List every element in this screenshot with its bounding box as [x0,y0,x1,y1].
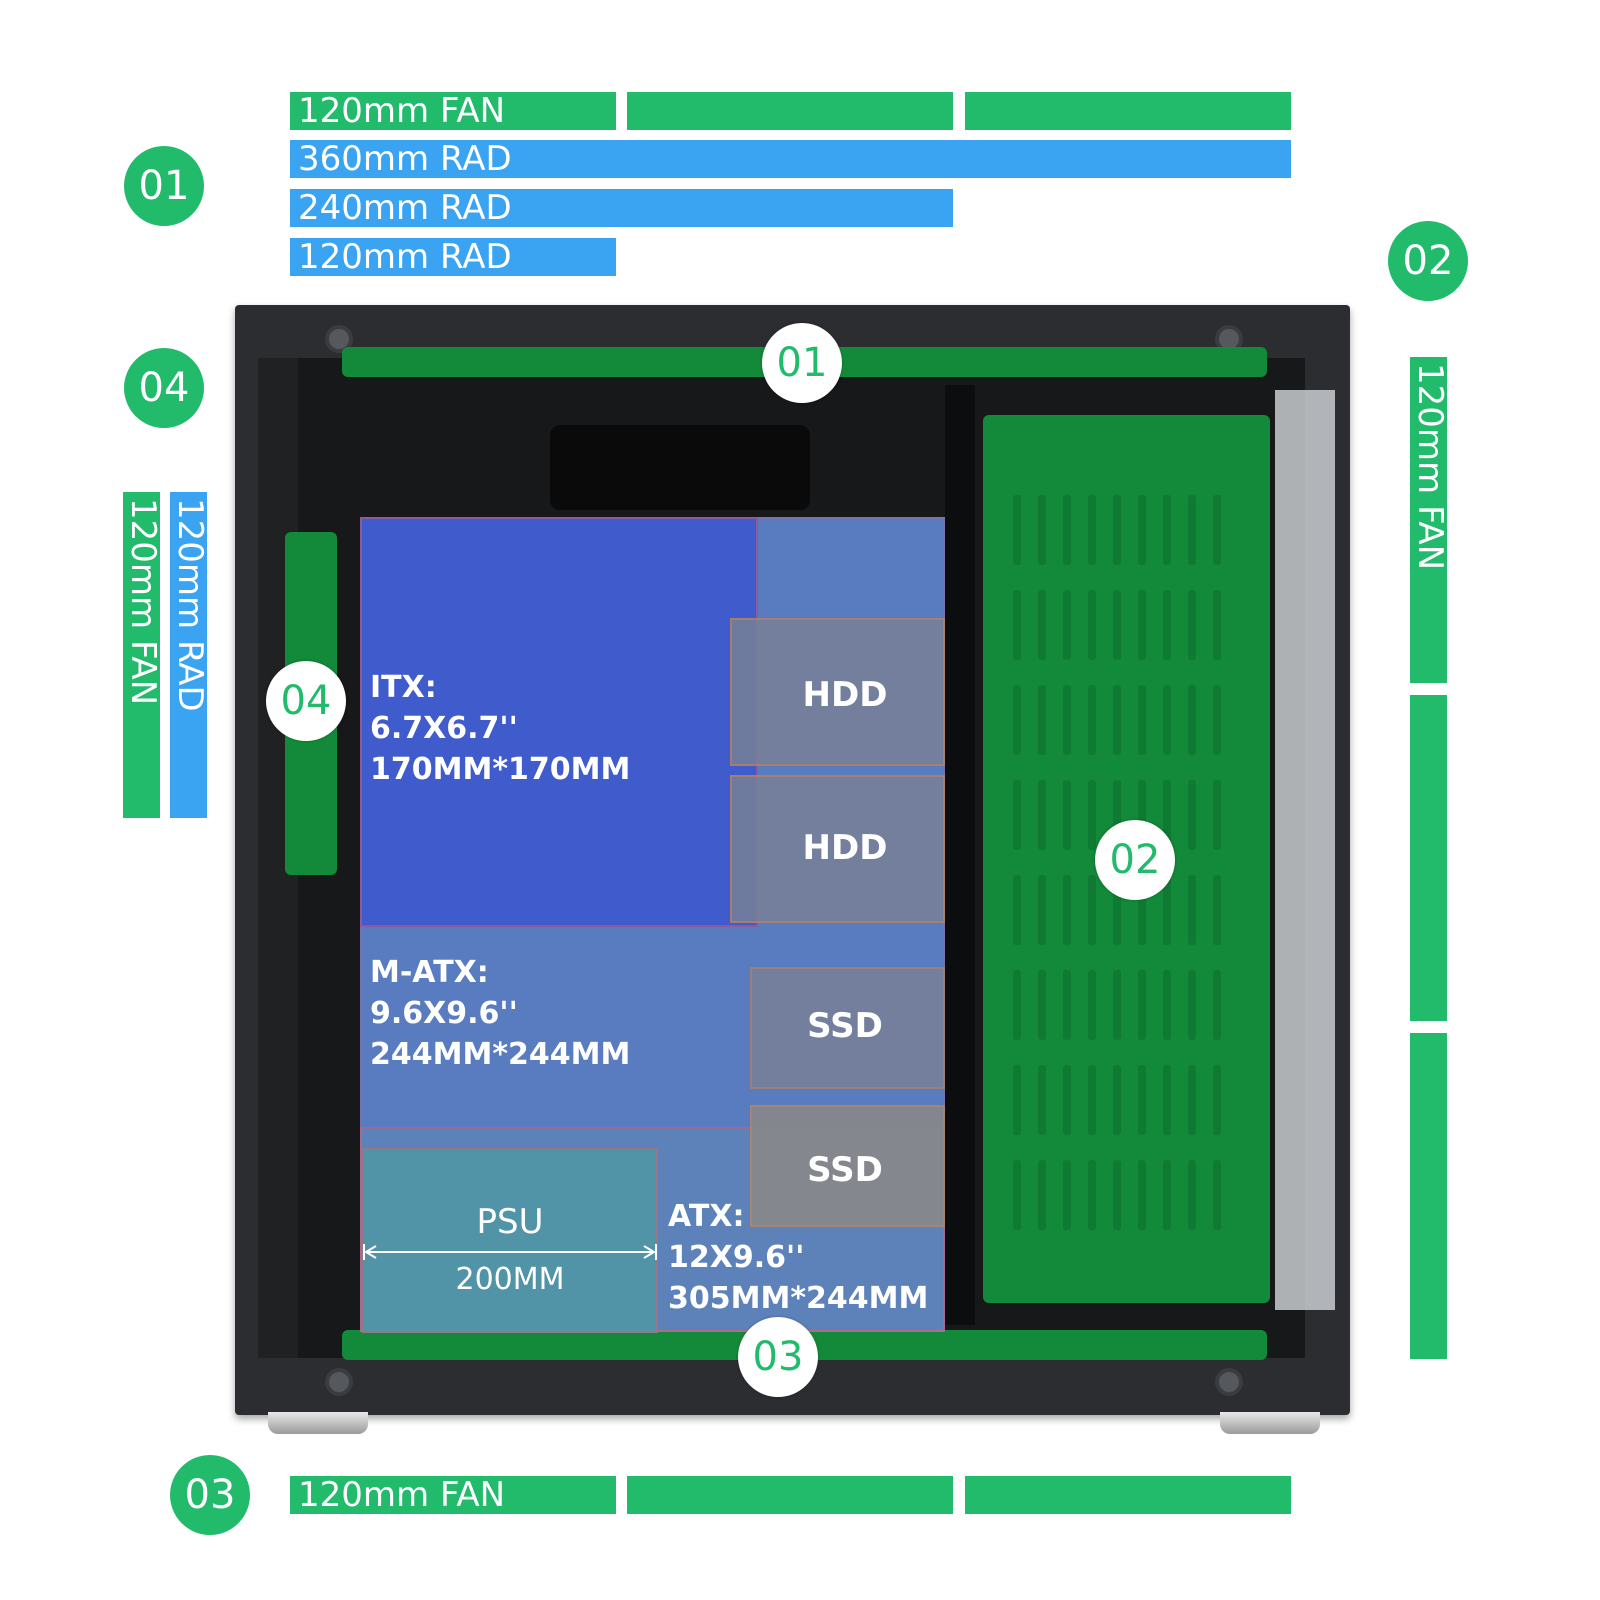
case-io-vent [550,425,810,510]
ssd-bay-2-label: SSD [807,1150,883,1190]
case-foot-right [1220,1412,1320,1434]
ssd-bay-1-label: SSD [807,1006,883,1046]
itx-size-in: 6.7X6.7'' [370,711,518,746]
matx-title: M-ATX: [370,955,489,990]
right-mount-vents [1013,495,1221,1230]
ssd-bay-2 [750,1105,945,1227]
itx-label: ITX: 6.7X6.7'' 170MM*170MM [370,667,630,790]
case-badge-03: 03 [738,1317,818,1397]
case-badge-04: 04 [266,661,346,741]
case-foot-left [268,1412,368,1434]
case-glass-panel [1275,390,1335,1310]
bottom-fan-bar-3 [965,1476,1291,1514]
left-fan-bar: 120mm FAN [123,492,160,818]
matx-size-mm: 244MM*244MM [370,1037,631,1072]
atx-label: ATX: 12X9.6'' 305MM*244MM [668,1196,928,1319]
top-fan-bar-1: 120mm FAN [290,92,616,130]
top-fan-bar-3 [965,92,1291,130]
case-divider-wall [945,385,975,1325]
matx-size-in: 9.6X9.6'' [370,996,518,1031]
atx-size-mm: 305MM*244MM [668,1281,929,1316]
hdd-bay-1 [730,618,945,766]
top-rad240-bar: 240mm RAD [290,189,953,227]
psu-area [362,1148,658,1333]
hdd-bay-1-label: HDD [802,675,888,715]
matx-label: M-ATX: 9.6X9.6'' 244MM*244MM [370,952,630,1075]
case-badge-01: 01 [762,323,842,403]
bottom-fan-bar-2 [627,1476,953,1514]
right-fan-bar-1: 120mm FAN [1410,357,1447,683]
ssd-bay-1 [750,967,945,1089]
psu-length: 200MM [455,1262,565,1297]
atx-title: ATX: [668,1199,745,1234]
top-rad120-bar: 120mm RAD [290,238,616,276]
screw-icon [325,1368,353,1396]
hdd-bay-2 [730,775,945,923]
right-badge-02: 02 [1388,221,1468,301]
top-fan-bar-2 [627,92,953,130]
top-badge-01: 01 [124,146,204,226]
psu-title: PSU [476,1202,544,1242]
right-fan-bar-3 [1410,1033,1447,1359]
bottom-fan-bar-1: 120mm FAN [290,1476,616,1514]
itx-board-area [360,517,758,927]
itx-size-mm: 170MM*170MM [370,752,631,787]
atx-size-in: 12X9.6'' [668,1240,805,1275]
top-rad360-bar: 360mm RAD [290,140,1291,178]
left-badge-04: 04 [124,348,204,428]
right-fan-bar-2 [1410,695,1447,1021]
case-badge-02: 02 [1095,820,1175,900]
psu-length-arrow-icon [363,1244,657,1260]
bottom-badge-03: 03 [170,1455,250,1535]
itx-title: ITX: [370,670,437,705]
hdd-bay-2-label: HDD [802,828,888,868]
screw-icon [1215,1368,1243,1396]
left-rad-bar: 120mm RAD [170,492,207,818]
